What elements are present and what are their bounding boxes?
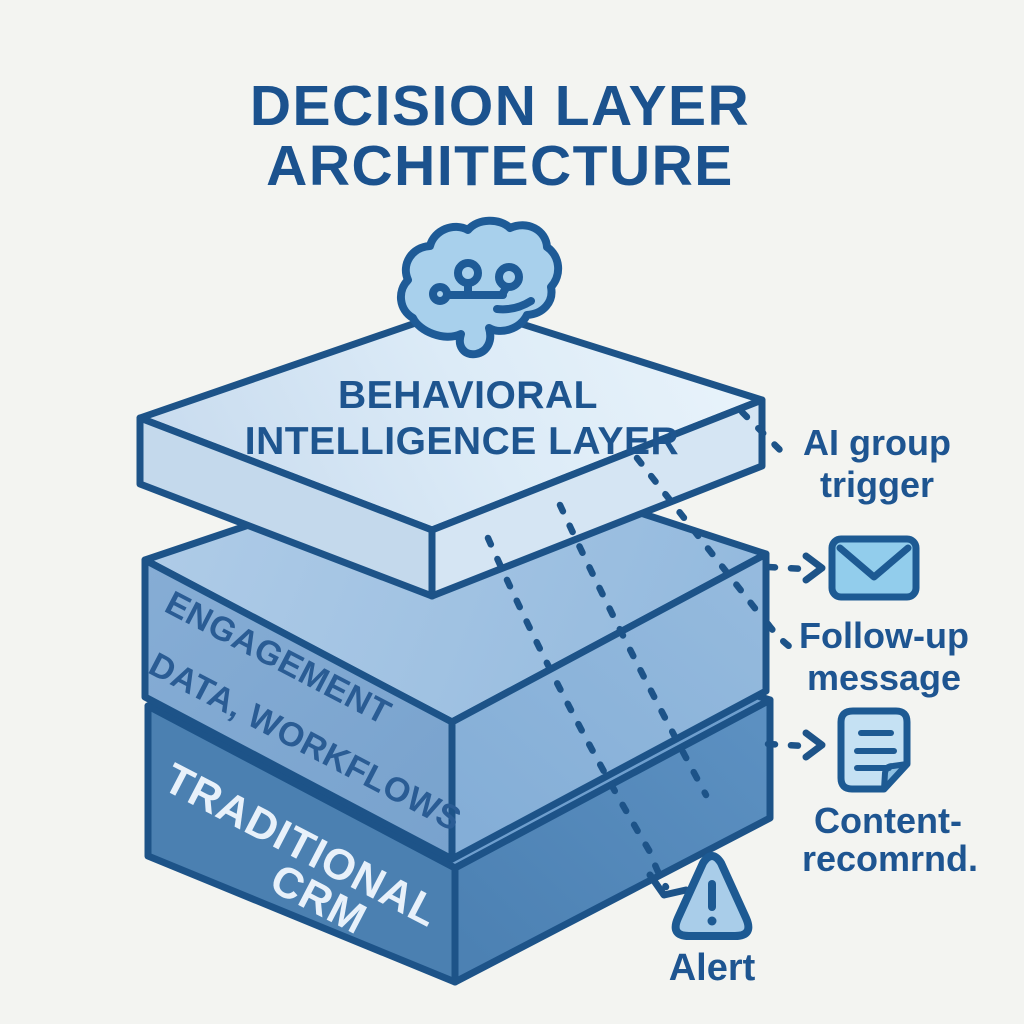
follow-up-line-2: message bbox=[807, 657, 961, 698]
warning-triangle-icon bbox=[671, 852, 753, 940]
ai-group-trigger-line-1: AI group bbox=[803, 422, 951, 463]
brain-circuit-node-3 bbox=[429, 283, 451, 305]
title-line-2: ARCHITECTURE bbox=[266, 134, 734, 198]
brain-circuit-curve bbox=[493, 297, 535, 314]
behavioral-label-line-1: BEHAVIORAL bbox=[338, 374, 598, 417]
content-recommend-line-2: recomrnd. bbox=[802, 838, 978, 879]
behavioral-label-line-2: INTELLIGENCE LAYER bbox=[245, 420, 679, 463]
dotted-line-3 bbox=[633, 454, 765, 620]
brain-circuit-node-2 bbox=[495, 263, 523, 291]
annotation-ai-group-trigger: AI group trigger bbox=[803, 422, 951, 505]
brain-circuit-icon bbox=[397, 216, 562, 359]
envelope-flap bbox=[836, 544, 912, 581]
dotted-line-to-ai-trigger bbox=[738, 408, 793, 463]
dotted-line-to-follow-up bbox=[764, 620, 803, 657]
title-line-1: DECISION LAYER bbox=[250, 74, 750, 138]
annotation-follow-up: Follow-up message bbox=[799, 615, 969, 698]
warning-exclamation-dot bbox=[707, 916, 717, 926]
arrowhead-document bbox=[802, 729, 826, 761]
layer-behavioral-label: BEHAVIORAL INTELLIGENCE LAYER bbox=[245, 374, 679, 463]
arrowhead-alert bbox=[646, 871, 690, 899]
envelope-body bbox=[828, 535, 920, 601]
engagement-right-face bbox=[448, 550, 770, 863]
page-title: DECISION LAYER ARCHITECTURE bbox=[250, 74, 750, 198]
annotation-content-recommend: Content- recomrnd. bbox=[802, 800, 978, 879]
trigger-dotted-lines bbox=[484, 408, 808, 891]
layer-behavioral-intelligence bbox=[136, 302, 766, 600]
ai-group-trigger-line-2: trigger bbox=[820, 464, 934, 505]
alert-label: Alert bbox=[669, 947, 756, 989]
dotted-line-to-alert bbox=[484, 534, 670, 891]
behavioral-right-face bbox=[428, 396, 766, 600]
document-icon bbox=[837, 707, 911, 793]
arrowheads bbox=[646, 552, 826, 899]
brain-outline bbox=[397, 216, 562, 359]
envelope-icon bbox=[828, 535, 920, 601]
dashed-arrow-shaft-document bbox=[764, 740, 808, 750]
content-recommend-line-1: Content- bbox=[814, 800, 962, 841]
annotation-alert: Alert bbox=[669, 947, 756, 989]
brain-circuit-node-1 bbox=[454, 259, 482, 287]
dotted-line-2 bbox=[556, 501, 710, 799]
follow-up-line-1: Follow-up bbox=[799, 615, 969, 656]
arrowhead-envelope bbox=[802, 552, 826, 584]
dashed-arrow-shaft-envelope bbox=[764, 563, 808, 573]
